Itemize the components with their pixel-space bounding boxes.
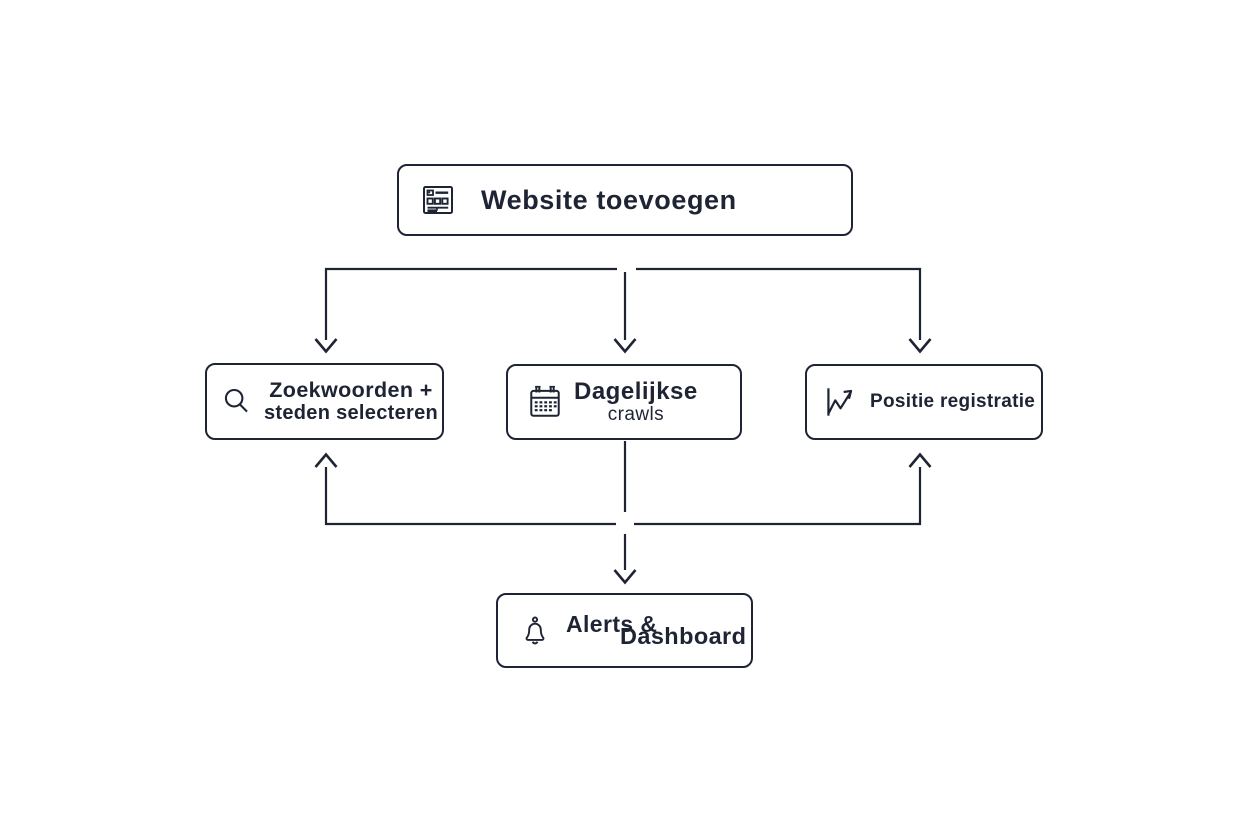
search-icon [220,385,254,419]
node-label-line1: Dagelijkse [574,377,698,405]
node-label-line2: crawls [607,403,664,425]
line-chart-up-icon [820,382,860,422]
node-label: Zoekwoorden + steden selecteren [260,378,442,425]
node-positie-registratie: Positie registratie [805,364,1043,440]
node-label: Dagelijkse crawls [574,377,698,425]
node-label-line1: Alerts & [566,610,658,637]
bell-icon [517,613,553,649]
node-label: Positie registratie [870,391,1036,412]
calendar-icon [526,383,564,421]
node-zoekwoorden-steden: Zoekwoorden + steden selecteren [205,363,444,440]
node-label-line1: Zoekwoorden + [269,378,433,403]
node-label: Website toevoegen [481,184,737,215]
node-label: Alerts & Dashboard [566,610,747,649]
node-website-toevoegen: Website toevoegen [397,164,853,236]
website-wireframe-icon [420,182,456,218]
node-label-line2: steden selecteren [263,402,439,425]
connector-bottom-feedback [314,441,932,585]
connector-top-fanout [314,267,932,354]
node-dagelijkse-crawls: Dagelijkse crawls [506,364,742,440]
node-label-line2: Dashboard [620,622,747,649]
node-alerts-dashboard: Alerts & Dashboard [496,593,753,668]
